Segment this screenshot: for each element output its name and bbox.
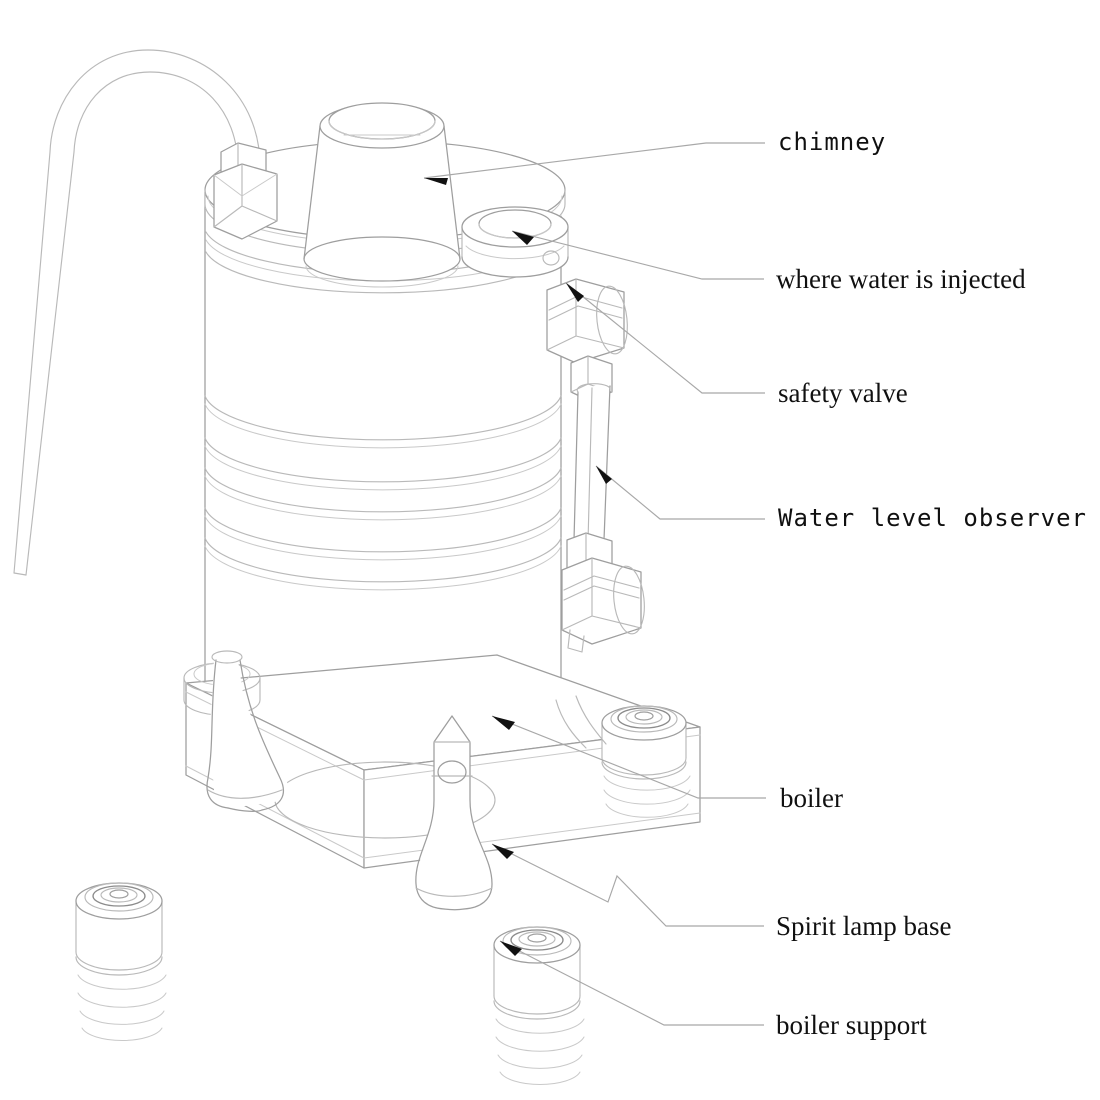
leader-spirit-lamp-base <box>491 843 764 927</box>
leader-lines <box>423 142 766 1026</box>
leader-chimney <box>423 142 765 179</box>
foot-front-left <box>75 882 167 1041</box>
arrowhead-chimney <box>424 178 448 185</box>
label-boiler: boiler <box>780 783 843 813</box>
arrowhead-boiler-support <box>500 941 522 956</box>
leader-boiler-support <box>499 940 764 1026</box>
leader-water-level-observer <box>595 465 765 520</box>
water-level-observer-assembly <box>546 278 645 653</box>
steam-outlet-hex-fitting <box>213 142 278 240</box>
boiler-support-right <box>555 695 607 749</box>
arrowhead-safety-valve <box>566 283 584 302</box>
label-safety-valve: safety valve <box>778 378 908 408</box>
boiler-support-center <box>415 715 494 911</box>
label-boiler-support: boiler support <box>776 1010 927 1040</box>
water-injection-port <box>461 206 569 278</box>
label-spirit-lamp-base: Spirit lamp base <box>776 911 952 941</box>
leader-safety-valve <box>565 282 765 394</box>
label-water-level-observer: Water level observer <box>778 504 1087 532</box>
foot-back-right <box>601 705 691 818</box>
chimney <box>303 102 461 288</box>
arrowhead-spirit-lamp-base <box>492 844 514 859</box>
steam-tube <box>13 49 261 576</box>
arrowhead-water-inlet <box>512 231 534 245</box>
leader-water-inlet <box>511 230 764 280</box>
label-chimney: chimney <box>778 128 887 156</box>
leader-boiler <box>491 715 766 799</box>
arrowhead-boiler <box>492 716 515 730</box>
boiler-support-left <box>206 650 288 812</box>
label-water-inlet: where water is injected <box>776 264 1026 294</box>
arrowhead-water-level-observer <box>596 466 612 484</box>
